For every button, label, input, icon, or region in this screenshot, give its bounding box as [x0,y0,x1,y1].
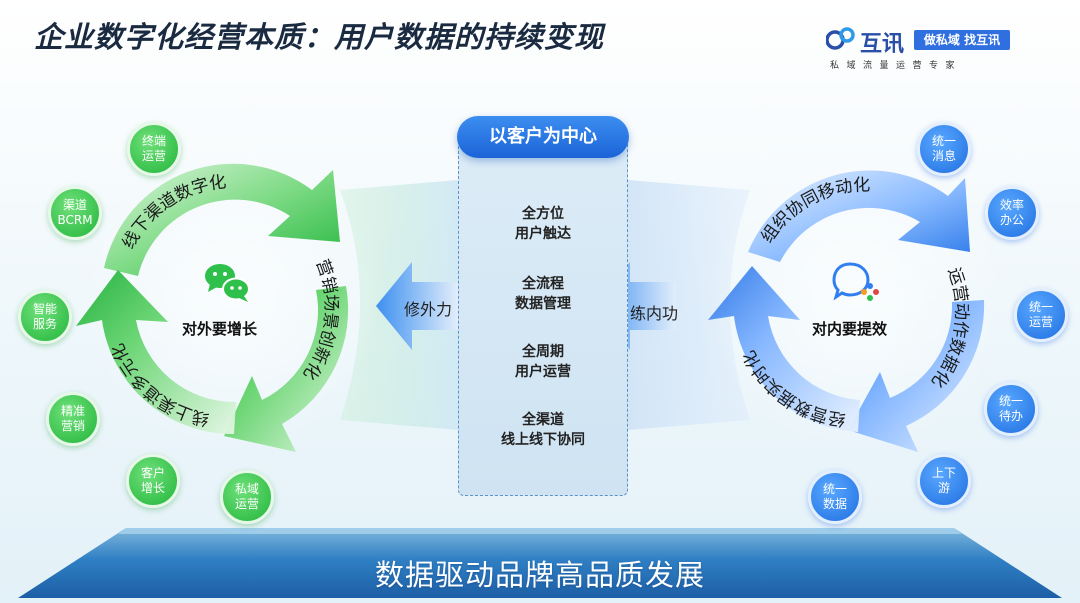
right-node: 统一数据 [808,470,862,524]
bottom-banner-text: 数据驱动品牌高品质发展 [374,558,705,592]
left-node: 客户增长 [126,454,180,508]
right-arc-right [848,300,985,452]
left-arrow-label: 修外力 [404,300,453,319]
left-node: 精准营销 [46,392,100,446]
left-arc-left [76,270,236,435]
wechat-icon [205,264,250,302]
left-cycle [76,150,383,452]
bottom-platform [18,528,1062,598]
page-title: 企业数字化经营本质：用户数据的持续变现 [34,20,605,54]
right-node: 统一待办 [984,382,1038,436]
center-panel-item: 全流程 数据管理 [515,276,571,312]
brand-name: 互讯 [860,32,905,57]
left-node: 终端运营 [127,122,181,176]
right-center-label: 对内要提效 [812,320,888,338]
brand-tagline: 私域流量运营专家 [830,61,963,71]
left-node: 私域运营 [220,470,274,524]
left-arc-right [224,286,349,452]
right-node: 统一运营 [1014,288,1068,342]
right-arc-top [748,170,970,262]
brand-logo-block: 互讯 做私域 找互讯 私域流量运营专家 [826,26,1016,72]
left-center-label: 对外要增长 [182,320,258,338]
right-node: 统一消息 [917,122,971,176]
left-arc-top [104,163,340,276]
center-panel-item: 全渠道 线上线下协同 [501,412,585,448]
center-panel [458,136,628,496]
center-panel-item: 全周期 用户运营 [515,344,571,380]
right-arc-left [708,266,860,432]
right-arrow-label: 练内功 [630,304,679,323]
left-arrow-shape [376,262,458,350]
brand-logo-icon [826,27,855,50]
left-node: 智能服务 [18,290,72,344]
center-panel-header: 以客户为中心 [457,116,629,158]
right-cycle [705,150,1005,452]
right-node: 上下游 [917,454,971,508]
chat-bubble-icon [832,262,879,301]
right-node: 效率办公 [985,186,1039,240]
center-panel-item: 全方位 用户触达 [515,206,571,242]
brand-slogan: 做私域 找互讯 [914,30,1010,50]
